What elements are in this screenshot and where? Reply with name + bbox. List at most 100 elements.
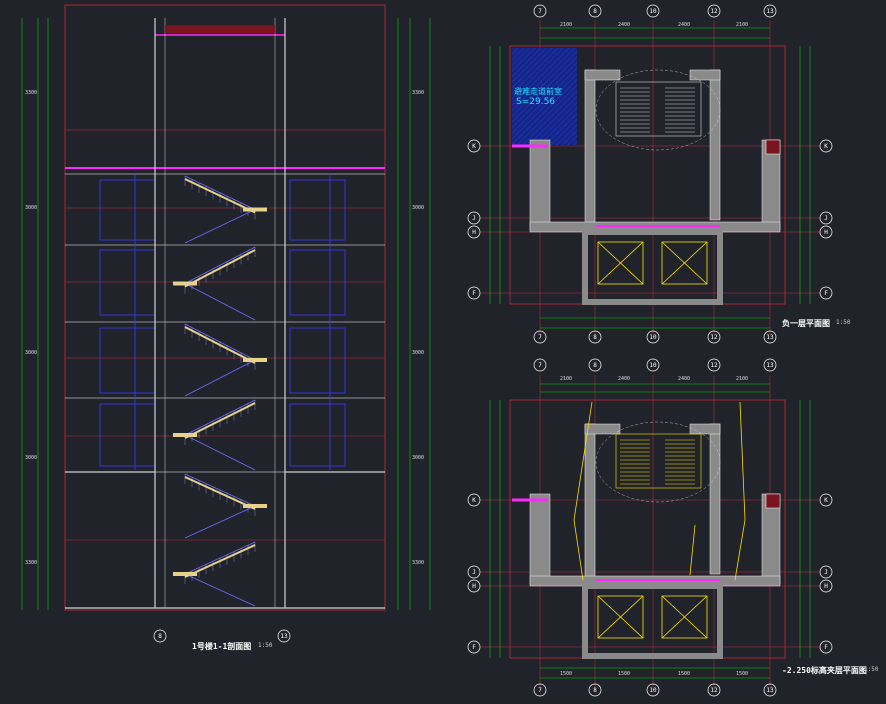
- section-scale: 1:50: [258, 642, 273, 649]
- grid-bubble-left-b1: [467, 211, 481, 225]
- grid-bubble-top-b1-label: 7: [538, 8, 542, 15]
- grid-bubble-bottom-b1-label: 8: [593, 334, 597, 341]
- grid-bubble-section-right: [277, 629, 291, 643]
- dim-bot-b2-2: 1500: [618, 671, 631, 677]
- grid-bubble-left-b2: [467, 493, 481, 507]
- grid-bubble-left-b2: [467, 640, 481, 654]
- grid-bubble-left-b1: [467, 225, 481, 239]
- stair-landing: [243, 207, 267, 212]
- dim-top-3: 2400: [678, 22, 691, 28]
- grid-bubble-top-b2-label: 7: [538, 362, 542, 369]
- grid-bubble-bottom-b1: [763, 330, 777, 344]
- grid-bubble-top-b2: [707, 358, 721, 372]
- dim-bot-b2-3: 1500: [678, 671, 691, 677]
- grid-bubble-section-right-label: 13: [280, 633, 288, 640]
- grid-bubble-right-b1-label: F: [824, 290, 828, 297]
- grid-bubble-right-b1-label: H: [824, 229, 828, 236]
- grid-bubble-top-b1: [763, 4, 777, 18]
- grid-bubble-top-b1-label: 8: [593, 8, 597, 15]
- grid-bubble-left-b1-label: J: [472, 215, 476, 222]
- grid-bubble-bottom-b2-label: 8: [593, 687, 597, 694]
- section-roof-beam: [165, 25, 275, 33]
- grid-bubble-right-b2-label: F: [824, 644, 828, 651]
- dim-top-4: 2100: [736, 22, 749, 28]
- grid-bubble-left-b2-label: H: [472, 583, 476, 590]
- section-title: 1号楼1-1剖面图: [192, 642, 252, 651]
- stair-landing: [173, 281, 197, 286]
- dim-side-5: 3300: [25, 560, 38, 566]
- grid-bubble-bottom-b2-label: 10: [649, 687, 657, 694]
- grid-bubble-left-b2-label: F: [472, 644, 476, 651]
- plan-b2-grid-v: [539, 375, 771, 690]
- plan-b1-scale: 1:50: [836, 319, 851, 326]
- grid-bubble-bottom-b1: [588, 330, 602, 344]
- grid-bubble-bottom-b2-label: 13: [766, 687, 774, 694]
- grid-bubble-left-b1: [467, 286, 481, 300]
- plan-b1-elevators: [597, 241, 708, 285]
- grid-bubble-left-b2: [467, 579, 481, 593]
- dim-side-3: 3000: [25, 350, 38, 356]
- dim-side-r-5: 3300: [412, 560, 425, 566]
- grid-bubble-section-left-label: 8: [158, 633, 162, 640]
- stair-slab: [184, 249, 256, 288]
- grid-bubble-top-b2-label: 12: [710, 362, 718, 369]
- grid-bubble-bottom-b2: [533, 683, 547, 697]
- stair-landing: [173, 433, 197, 437]
- stair-slab: [184, 402, 256, 439]
- stair-flight: [184, 359, 256, 397]
- plan-b2-title: -2.250标高夹层平面图: [782, 666, 867, 675]
- shelter-area-value: S=29.56: [516, 97, 556, 107]
- plan-b1: [480, 20, 820, 335]
- plan-stair-outline: [615, 433, 702, 489]
- plan-stair-swing: [595, 421, 721, 503]
- grid-bubble-left-b1-label: K: [472, 143, 476, 150]
- dim-bot-b2-1: 1500: [560, 671, 573, 677]
- grid-bubble-top-b2: [588, 358, 602, 372]
- dim-side-1: 3300: [25, 90, 38, 96]
- grid-bubble-right-b2-label: J: [824, 569, 828, 576]
- plan-b1-stair: [595, 69, 721, 151]
- grid-bubble-left-b2-label: K: [472, 497, 476, 504]
- grid-bubble-bottom-b2: [707, 683, 721, 697]
- stair-flight: [184, 434, 256, 471]
- grid-bubble-right-b1-label: K: [824, 143, 828, 150]
- grid-bubble-right-b2-label: H: [824, 583, 828, 590]
- grid-bubble-top-b1: [707, 4, 721, 18]
- grid-bubble-right-b1: [819, 139, 833, 153]
- dim-side-4: 3000: [25, 455, 38, 461]
- grid-bubble-right-b1: [819, 225, 833, 239]
- grid-bubble-right-b2: [819, 640, 833, 654]
- grid-bubble-top-b2-label: 10: [649, 362, 657, 369]
- dim-side-r-4: 3000: [412, 455, 425, 461]
- grid-bubble-bottom-b1: [646, 330, 660, 344]
- stair-flight: [184, 573, 256, 607]
- grid-bubble-top-b2-label: 13: [766, 362, 774, 369]
- grid-bubble-bottom-b1: [707, 330, 721, 344]
- dim-top-b2-1: 2100: [560, 376, 573, 382]
- dim-bot-b2-4: 1500: [736, 671, 749, 677]
- plan-b2-scale: 1:50: [864, 666, 879, 673]
- dim-side-2: 3000: [25, 205, 38, 211]
- grid-bubble-left-b1: [467, 139, 481, 153]
- plan-b2-ramp-lines: [573, 401, 746, 581]
- grid-bubble-left-b2-label: J: [472, 569, 476, 576]
- plan-b2-elevators: [597, 595, 708, 639]
- section-core-walls: [65, 18, 385, 608]
- grid-bubble-bottom-b1-label: 10: [649, 334, 657, 341]
- grid-bubble-section-left: [153, 629, 167, 643]
- grid-bubble-bottom-b2-label: 12: [710, 687, 718, 694]
- grid-bubble-bottom-b1-label: 13: [766, 334, 774, 341]
- dim-side-r-1: 3300: [412, 90, 425, 96]
- stair-landing: [243, 358, 267, 362]
- dim-top-2: 2400: [618, 22, 631, 28]
- grid-bubble-top-b1: [533, 4, 547, 18]
- stair-landing: [173, 572, 197, 576]
- dim-side-r-2: 3000: [412, 205, 425, 211]
- section-grid-lines: [65, 129, 385, 541]
- section-frame: [64, 4, 386, 611]
- grid-bubble-top-b1: [646, 4, 660, 18]
- grid-bubble-left-b1-label: F: [472, 290, 476, 297]
- grid-bubble-right-b1: [819, 286, 833, 300]
